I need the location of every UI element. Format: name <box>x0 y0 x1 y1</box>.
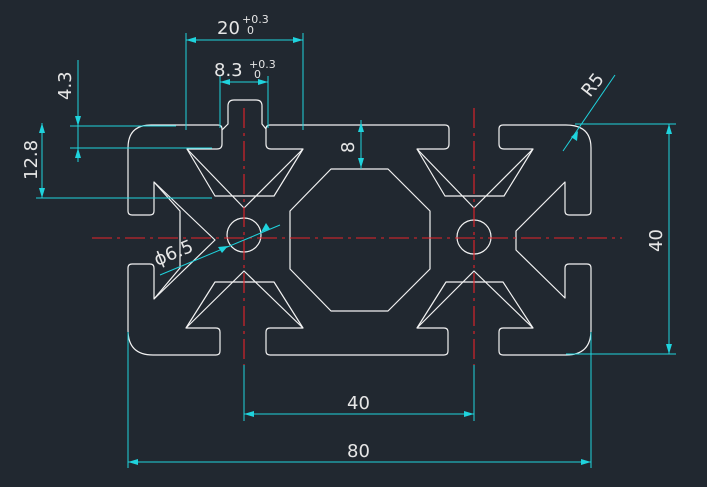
dim-8-3-value: 8.3 <box>214 60 243 81</box>
dim-8-3-tol-upper: +0.3 <box>249 58 276 71</box>
dim-40-pitch: 40 <box>347 393 370 414</box>
dim-8: 8 <box>338 142 359 153</box>
center-octagon <box>289 168 431 312</box>
dim-8-3-tol-lower: 0 <box>254 68 261 81</box>
dim-40-height: 40 <box>646 229 667 252</box>
right-slot-inner <box>416 148 534 197</box>
profile-outline <box>127 99 592 356</box>
dim-4-3: 4.3 <box>55 71 76 100</box>
dim-20-tol-upper: +0.3 <box>242 13 269 26</box>
dim-20-tol-lower: 0 <box>247 24 254 37</box>
left-end-slot-inner <box>153 181 181 300</box>
left-slot-spine <box>221 99 267 131</box>
dim-80-length: 80 <box>347 441 370 462</box>
left-slot-inner <box>186 148 304 197</box>
dim-12-8: 12.8 <box>21 140 42 180</box>
dimension-lines <box>36 33 676 468</box>
center-lines <box>92 108 622 365</box>
dim-phi-6-5: ϕ6.5 <box>151 236 196 271</box>
outer-contour <box>127 124 592 356</box>
dim-r5: R5 <box>577 69 608 101</box>
lower-right-slot-inner <box>416 281 534 329</box>
dim-20-value: 20 <box>217 18 240 39</box>
